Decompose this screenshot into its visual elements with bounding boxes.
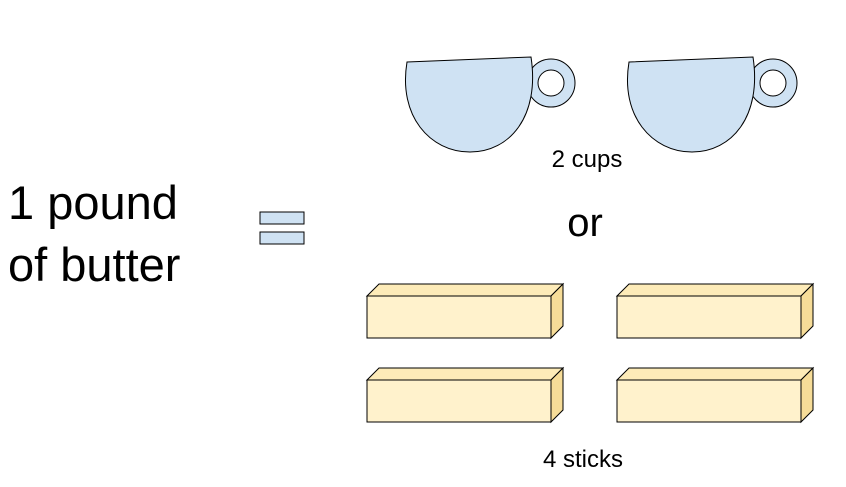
equals-top-bar	[259, 211, 305, 225]
amount-label-line1: 1 pound	[8, 176, 178, 229]
cups-caption: 2 cups	[552, 146, 623, 173]
stick-top-face	[365, 283, 565, 297]
stick-front-face	[366, 379, 552, 423]
sticks-caption: 4 sticks	[543, 446, 623, 473]
amount-label-line2: of butter	[8, 238, 180, 291]
cup-handle-hole	[759, 69, 787, 97]
butter-stick-icon	[365, 366, 565, 424]
equals-bottom-bar	[259, 231, 305, 245]
stick-front-face	[616, 379, 802, 423]
cup-icon	[405, 56, 576, 153]
cup-bowl	[627, 56, 755, 153]
stick-front-face	[616, 295, 802, 339]
stick-front-face	[366, 295, 552, 339]
butter-stick-icon	[365, 282, 565, 340]
equals-sign-icon	[259, 211, 305, 245]
cup-bowl	[405, 56, 533, 153]
stick-top-face	[615, 367, 815, 381]
or-separator: or	[567, 201, 603, 245]
stick-top-face	[365, 367, 565, 381]
cup-icon	[627, 56, 798, 153]
butter-stick-icon	[615, 366, 815, 424]
cup-handle-hole	[537, 69, 565, 97]
stick-top-face	[615, 283, 815, 297]
butter-stick-icon	[615, 282, 815, 340]
